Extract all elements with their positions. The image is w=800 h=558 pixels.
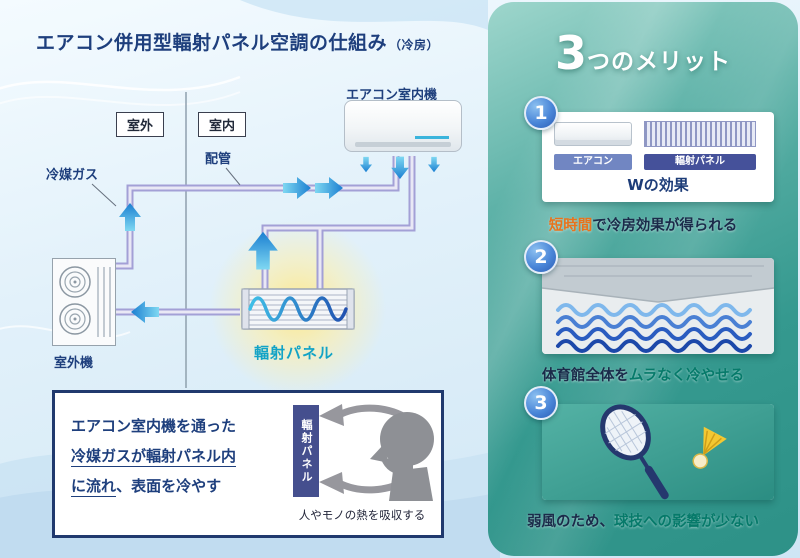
merit2-number-badge: 2 <box>524 240 558 274</box>
ac-badge: エアコン <box>554 154 632 170</box>
merits-title: 3つのメリット <box>488 26 798 80</box>
merit1-card: エアコン 輻射パネル Wの効果 <box>542 112 774 202</box>
explanation-box: エアコン室内機を通った 冷媒ガスが輻射パネル内 に流れ、表面を冷やす 輻射パネル… <box>52 390 444 538</box>
page-title-sub: （冷房） <box>389 38 440 52</box>
gym-cooling-illustration <box>542 258 774 354</box>
mini-ac-illustration <box>554 122 632 146</box>
merits-panel: 3つのメリット 1 エアコン 輻射パネル Wの効果 短時間で冷房効果が得られる … <box>488 2 798 556</box>
heat-arrow-top-icon <box>319 404 344 426</box>
outdoor-unit-fans-icon <box>59 266 111 337</box>
indoor-zone-label: 室内 <box>198 112 246 137</box>
heat-arrow-bottom-icon <box>319 472 344 494</box>
badminton-illustration <box>542 404 774 500</box>
radiant-panel-bar: 輻射パネル <box>293 405 319 497</box>
merit3-caption: 弱風のため、球技への影響が少ない <box>527 514 759 530</box>
mini-radiant-panel-illustration <box>644 121 756 147</box>
ac-outlet-vent <box>355 142 451 147</box>
page-title: エアコン併用型輻射パネル空調の仕組み（冷房） <box>36 28 439 55</box>
explanation-line2: 冷媒ガスが輻射パネル内 <box>71 447 237 467</box>
ac-indoor-unit-illustration <box>344 100 462 152</box>
refrigerant-gas-label: 冷媒ガス <box>46 168 99 183</box>
merits-big-number: 3 <box>554 26 587 80</box>
merit2-caption: 体育館全体をムラなく冷やせる <box>541 368 745 384</box>
head-silhouette-icon <box>370 412 434 501</box>
racket-icon <box>600 404 669 500</box>
page-title-main: エアコン併用型輻射パネル空調の仕組み <box>36 32 388 54</box>
merit1-caption: 短時間で冷房効果が得られる <box>548 218 738 234</box>
radiant-panel-label: 輻射パネル <box>254 344 335 362</box>
explanation-caption: 人やモノの熱を吸収する <box>298 508 426 522</box>
radiant-panel-bar-label: 輻射パネル <box>300 418 313 484</box>
w-effect-label: Wの効果 <box>627 176 689 194</box>
merit2-card <box>542 258 774 354</box>
outdoor-unit-label: 室外機 <box>54 356 94 371</box>
merit1-number-badge: 1 <box>524 96 558 130</box>
merit3-card <box>542 404 774 500</box>
ac-indoor-unit-label: エアコン室内機 <box>346 88 438 103</box>
outdoor-unit-illustration <box>52 258 116 346</box>
ac-accent-stripe <box>415 136 449 139</box>
explanation-text: エアコン室内機を通った 冷媒ガスが輻射パネル内 に流れ、表面を冷やす <box>71 411 237 501</box>
piping-label: 配管 <box>205 152 232 167</box>
merit3-number-badge: 3 <box>524 386 558 420</box>
merits-title-rest: つのメリット <box>587 49 731 75</box>
explanation-line1: エアコン室内機を通った <box>71 417 237 435</box>
radiant-panel-badge: 輻射パネル <box>644 154 756 170</box>
person-head-illustration <box>319 404 434 501</box>
outdoor-zone-label: 室外 <box>116 112 164 137</box>
explanation-line3: に流れ、表面を冷やす <box>71 477 222 497</box>
shuttlecock-icon <box>692 426 727 469</box>
